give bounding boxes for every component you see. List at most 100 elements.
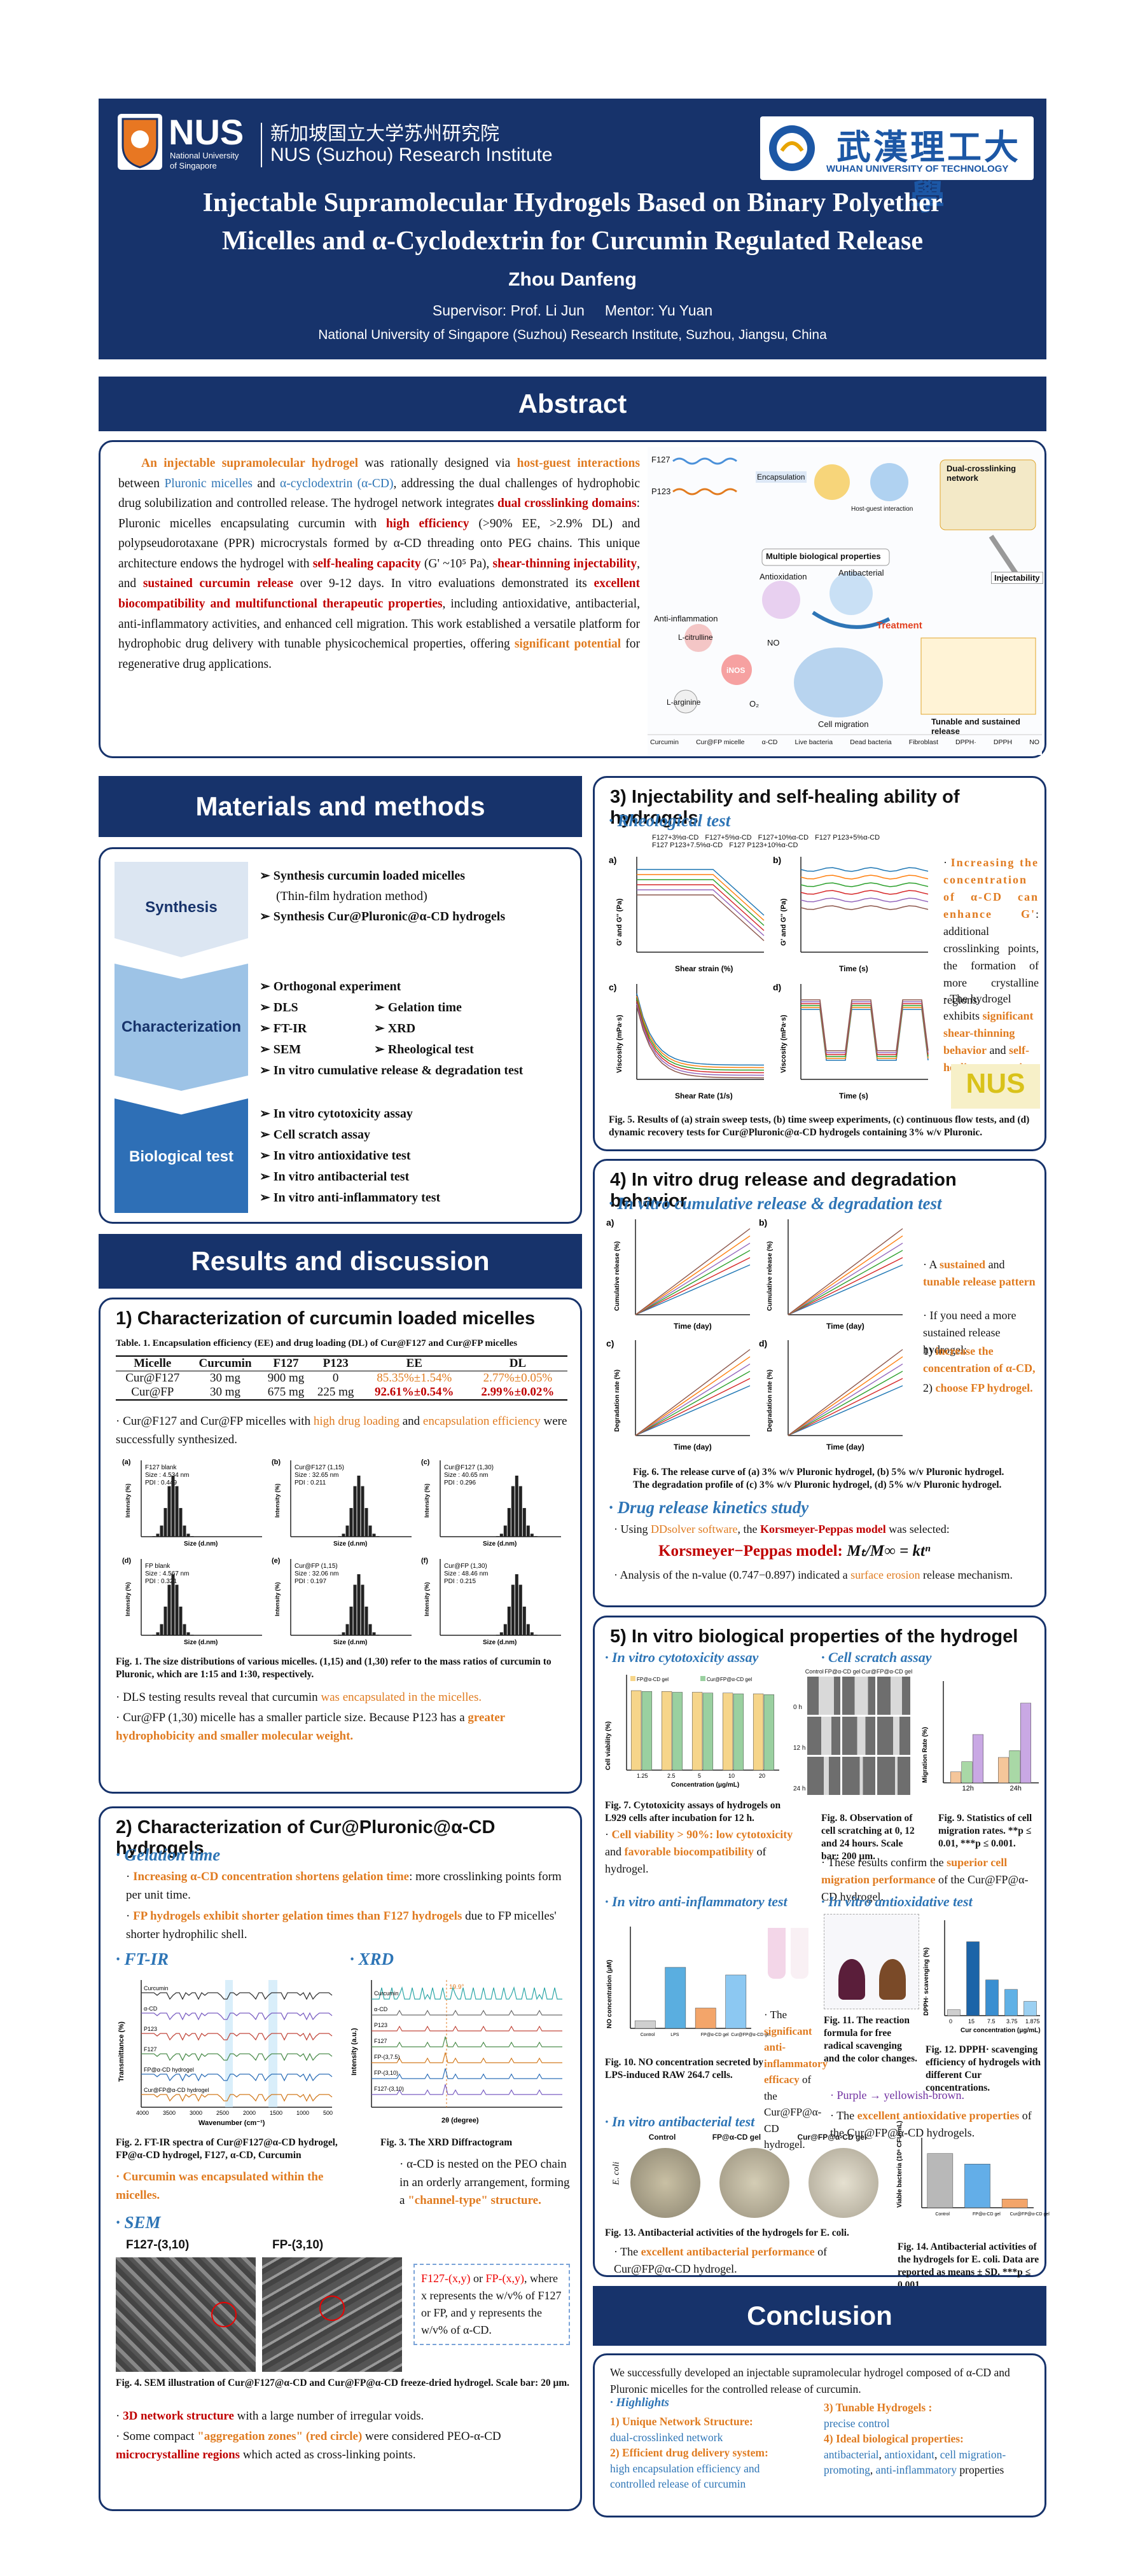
cytotoxicity-bar — [691, 1692, 703, 1771]
release-curve — [788, 1257, 903, 1315]
dpph-bar — [985, 1979, 999, 2016]
cytotoxicity-tick: 1.25 — [637, 1773, 648, 1779]
release-curve — [635, 1242, 751, 1315]
dls-pdi: PDI : 0.296 — [444, 1479, 476, 1486]
ftir-y-label: Transmittance (%) — [118, 2021, 125, 2082]
dls-y-label: Intensity (%) — [125, 1582, 131, 1616]
cytotoxicity-bar — [753, 1693, 764, 1771]
release-y-label: Degradation rate (%) — [767, 1369, 774, 1432]
dls-bar — [515, 1574, 518, 1635]
ftir-series-label: Curcumin — [144, 1985, 169, 1991]
dls-bar — [511, 1486, 515, 1537]
methods-bar: Materials and methods — [99, 776, 582, 837]
release-x-label: Time (day) — [826, 1443, 864, 1451]
release-curve — [635, 1235, 751, 1315]
scratch-image — [807, 1677, 840, 1715]
dls-bar — [345, 1525, 349, 1537]
dls-sample-name: Cur@F127 (1,30) — [444, 1464, 494, 1471]
rheo-curve — [636, 995, 765, 1069]
title-line-1: Injectable Supramolecular Hydrogels Base… — [202, 188, 943, 218]
release-curve — [635, 1378, 751, 1436]
dls-y-label: Intensity (%) — [274, 1483, 281, 1518]
dpph-reaction-figure — [824, 1914, 919, 2009]
section-3-panel: 3) Injectability and self-healing abilit… — [593, 776, 1046, 1151]
section-2-panel: 2) Characterization of Cur@Pluronic@α-CD… — [99, 1806, 582, 2511]
ftir-tick: 1500 — [270, 2110, 282, 2116]
rheo-panel-label: c) — [609, 982, 616, 992]
cytotoxicity-tick: 20 — [759, 1773, 765, 1779]
petri-dish-fp — [719, 2148, 789, 2218]
dpph-x-label: Cur concentration (μg/mL) — [961, 2027, 1041, 2034]
xrd-series-label: FP-(3,10) — [374, 2070, 398, 2076]
release-curve — [635, 1371, 751, 1436]
rheo-curve — [636, 993, 765, 1066]
migration-tick: 12h — [962, 1785, 974, 1792]
dls-y-label: Intensity (%) — [424, 1483, 430, 1518]
rheo-curve — [636, 998, 765, 1071]
rheo-curve — [800, 905, 929, 910]
dls-panel-label: (f) — [421, 1557, 428, 1565]
release-y-label: Degradation rate (%) — [614, 1369, 621, 1432]
scratch-image — [842, 1757, 875, 1795]
cytotoxicity-legend-swatch — [700, 1676, 705, 1681]
release-curve — [635, 1363, 751, 1436]
nus-gel-photo: NUS — [951, 1064, 1040, 1109]
dls-bar — [160, 1525, 163, 1537]
release-x-label: Time (day) — [674, 1322, 712, 1331]
dls-bar — [526, 1624, 530, 1635]
release-curve — [788, 1385, 903, 1436]
ftir-spectrum — [141, 2093, 333, 2102]
nus-logo-text: NUS — [169, 112, 244, 152]
rheo-curve — [801, 999, 929, 1051]
rheo-curve — [637, 889, 765, 936]
dls-pdi: PDI : 0.197 — [295, 1578, 326, 1585]
ftir-tick: 3000 — [190, 2110, 202, 2116]
abstract-panel: An injectable supramolecular hydrogel wa… — [99, 440, 1046, 758]
rheo-curve — [800, 875, 929, 880]
dls-bar — [518, 1584, 522, 1635]
antibacterial-tick: Cur@FP@α-CD gel — [1010, 2212, 1050, 2217]
dls-sample-name: FP blank — [145, 1563, 170, 1570]
cytotoxicity-bar — [661, 1691, 672, 1771]
dls-bar — [163, 1606, 167, 1635]
ftir-series-label: F127 — [144, 2046, 157, 2053]
migration-tick: 24h — [1010, 1785, 1022, 1792]
rheo-curve — [637, 884, 765, 931]
dls-bar — [156, 1632, 160, 1635]
abstract-bar: Abstract — [99, 377, 1046, 431]
release-curve — [635, 1356, 751, 1436]
section-4-panel: 4) In vitro drug release and degradation… — [593, 1159, 1046, 1607]
dls-bar — [515, 1476, 518, 1537]
xrd-series-label: α-CD — [374, 2006, 388, 2012]
release-curve — [635, 1250, 751, 1315]
rheo-y-label: Viscosity (mPa·s) — [616, 1014, 623, 1073]
no-concentration-bar — [665, 1967, 686, 2029]
rheo-curve — [637, 894, 765, 941]
migration-bar — [1020, 1703, 1031, 1783]
affiliation: National University of Singapore (Suzhou… — [318, 328, 827, 342]
sem-image-f127 — [116, 2257, 256, 2372]
rheo-x-label: Shear Rate (1/s) — [675, 1091, 733, 1100]
dpph-bar — [1024, 2001, 1037, 2016]
antibacterial-bar — [927, 2153, 954, 2208]
dls-bar — [156, 1534, 160, 1537]
ftir-spectrum — [141, 2053, 333, 2061]
dls-bar — [372, 1632, 376, 1635]
release-curve — [788, 1349, 903, 1436]
dls-sample-name: Cur@FP (1,15) — [295, 1563, 338, 1570]
release-curve — [788, 1250, 903, 1315]
xrd-x-label: 2θ (degree) — [441, 2117, 479, 2124]
ftir-tick: 3500 — [163, 2110, 176, 2116]
migration-bar — [998, 1757, 1009, 1783]
no-concentration-tick: Cur@FP@α-CD gel — [731, 2033, 771, 2037]
sem-note: F127-(x,y) or FP-(x,y), where x represen… — [413, 2264, 570, 2345]
xrd-pattern — [371, 2084, 562, 2095]
aggregation-zone-circle — [319, 2296, 345, 2321]
release-x-label: Time (day) — [674, 1443, 712, 1451]
author-name: Zhou Danfeng — [508, 269, 637, 290]
dls-bar — [175, 1486, 179, 1537]
dpph-y-label: DPPH· scavenging (%) — [923, 1948, 930, 2016]
